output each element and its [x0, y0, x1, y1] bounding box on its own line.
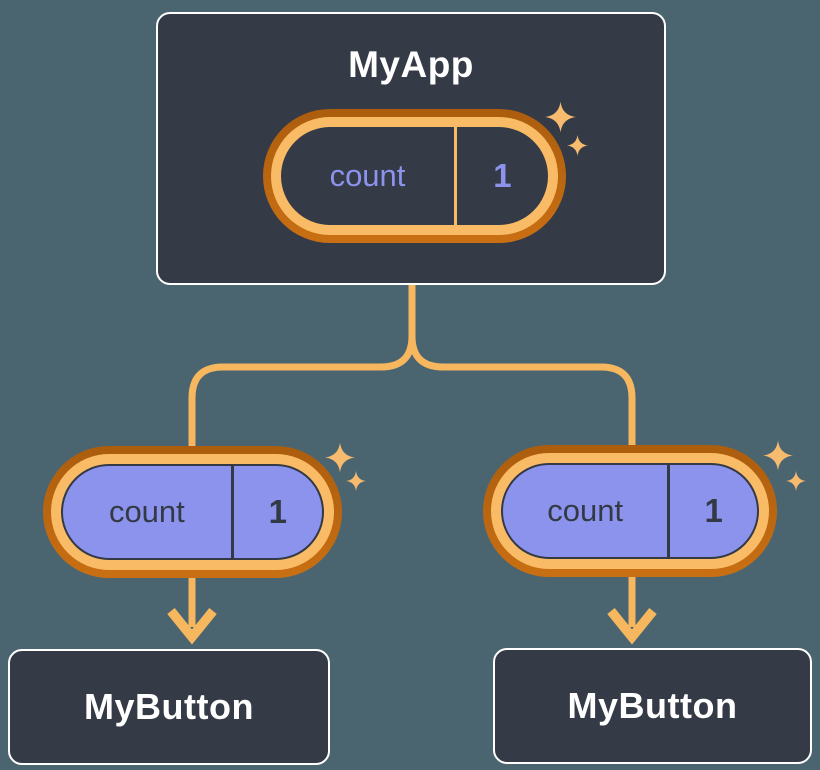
prop-value-label-left: 1	[268, 493, 288, 530]
prop-name-label-left: count	[108, 494, 185, 529]
sparkle-large-icon	[545, 100, 576, 134]
prop-pill-left-divider	[230, 466, 234, 558]
prop-pill-left: count 1	[43, 446, 342, 578]
component-title-myapp: MyApp	[348, 44, 474, 85]
component-title-mybutton-right: MyButton	[567, 685, 738, 726]
component-node-mybutton-left: MyButton	[8, 649, 330, 765]
prop-pill-right: count 1	[483, 445, 777, 577]
component-node-mybutton-right: MyButton	[493, 648, 812, 764]
arrow-left-head-icon	[167, 608, 217, 645]
state-name-label: count	[329, 158, 406, 193]
prop-pill-right-ring: count 1	[491, 453, 769, 569]
state-pill-ring: count 1	[271, 117, 558, 235]
prop-pill-left-ring: count 1	[51, 454, 334, 570]
prop-name-label-right: count	[547, 493, 624, 528]
sparkle-small-icon	[567, 134, 588, 157]
branch-left-line	[188, 284, 416, 450]
prop-pill-right-body: count 1	[501, 463, 759, 559]
component-title-mybutton-left: MyButton	[84, 686, 254, 727]
sparkle-large-icon	[763, 439, 793, 472]
prop-pill-left-body: count 1	[61, 464, 324, 560]
sparkle-large-icon	[325, 441, 355, 474]
sparkle-small-icon	[346, 470, 366, 492]
prop-value-label-right: 1	[704, 492, 723, 529]
state-pill-body: count 1	[281, 127, 548, 225]
sparkle-small-icon	[786, 470, 806, 492]
state-pill: count 1	[263, 109, 566, 243]
arrow-right-head-icon	[607, 608, 657, 645]
state-pill-divider	[453, 127, 457, 225]
prop-pill-right-divider	[667, 465, 671, 557]
branch-right-line	[408, 284, 636, 448]
state-value-label: 1	[493, 157, 512, 194]
